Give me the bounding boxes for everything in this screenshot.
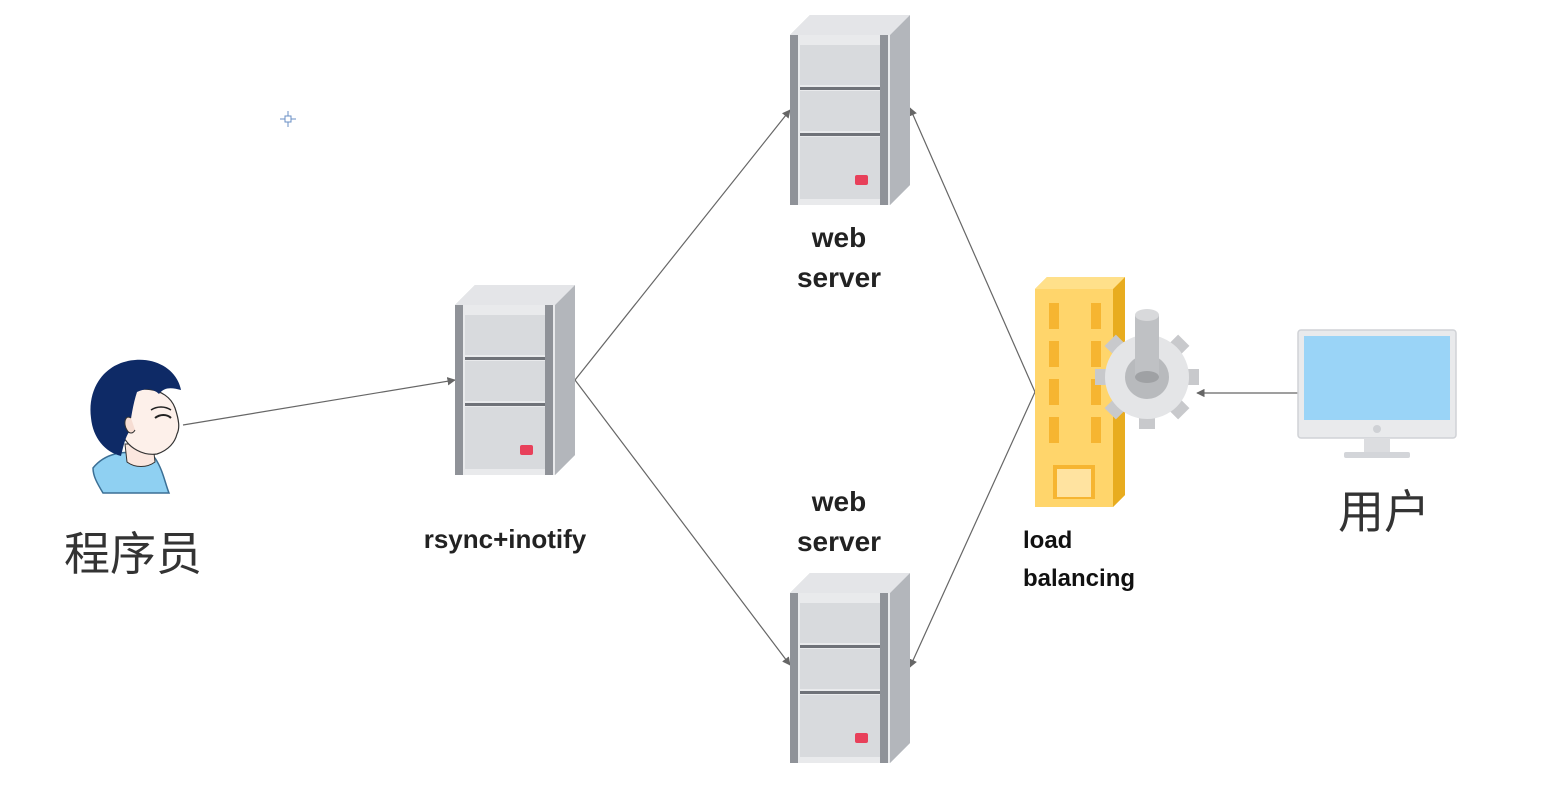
web-server-bottom-label-line1: web	[811, 486, 867, 517]
edge-programmer-to-rsync	[182, 377, 456, 426]
crosshair-icon	[280, 111, 296, 127]
load-balancer-label-line1: load	[1023, 527, 1073, 554]
web-server-top-label-line2: server	[796, 262, 882, 293]
load-balancer-icon	[1035, 277, 1199, 507]
edge-lb-to-web-top	[909, 107, 1036, 393]
edge-rsync-to-web-top	[574, 109, 791, 381]
load-balancer-label: load balancing	[1023, 522, 1135, 598]
monitor-icon	[1297, 329, 1457, 458]
load-balancer-label-line2: balancing	[1023, 565, 1136, 592]
rsync-server-icon	[455, 285, 575, 475]
edge-rsync-to-web-bottom	[574, 379, 791, 666]
edge-lb-to-web-bottom	[909, 391, 1036, 668]
web-server-bottom-label-line2: server	[796, 526, 882, 557]
programmer-label: 程序员	[64, 527, 202, 581]
web-server-bottom-icon	[790, 573, 910, 763]
rsync-label: rsync+inotify	[423, 524, 587, 554]
user-label: 用户	[1338, 485, 1430, 539]
programmer-avatar-icon	[90, 359, 181, 494]
web-server-top-label-line1: web	[811, 222, 867, 253]
edges	[182, 107, 1298, 668]
web-server-top-label: web server	[769, 218, 909, 298]
web-server-bottom-label: web server	[769, 482, 909, 562]
web-server-top-icon	[790, 15, 910, 205]
